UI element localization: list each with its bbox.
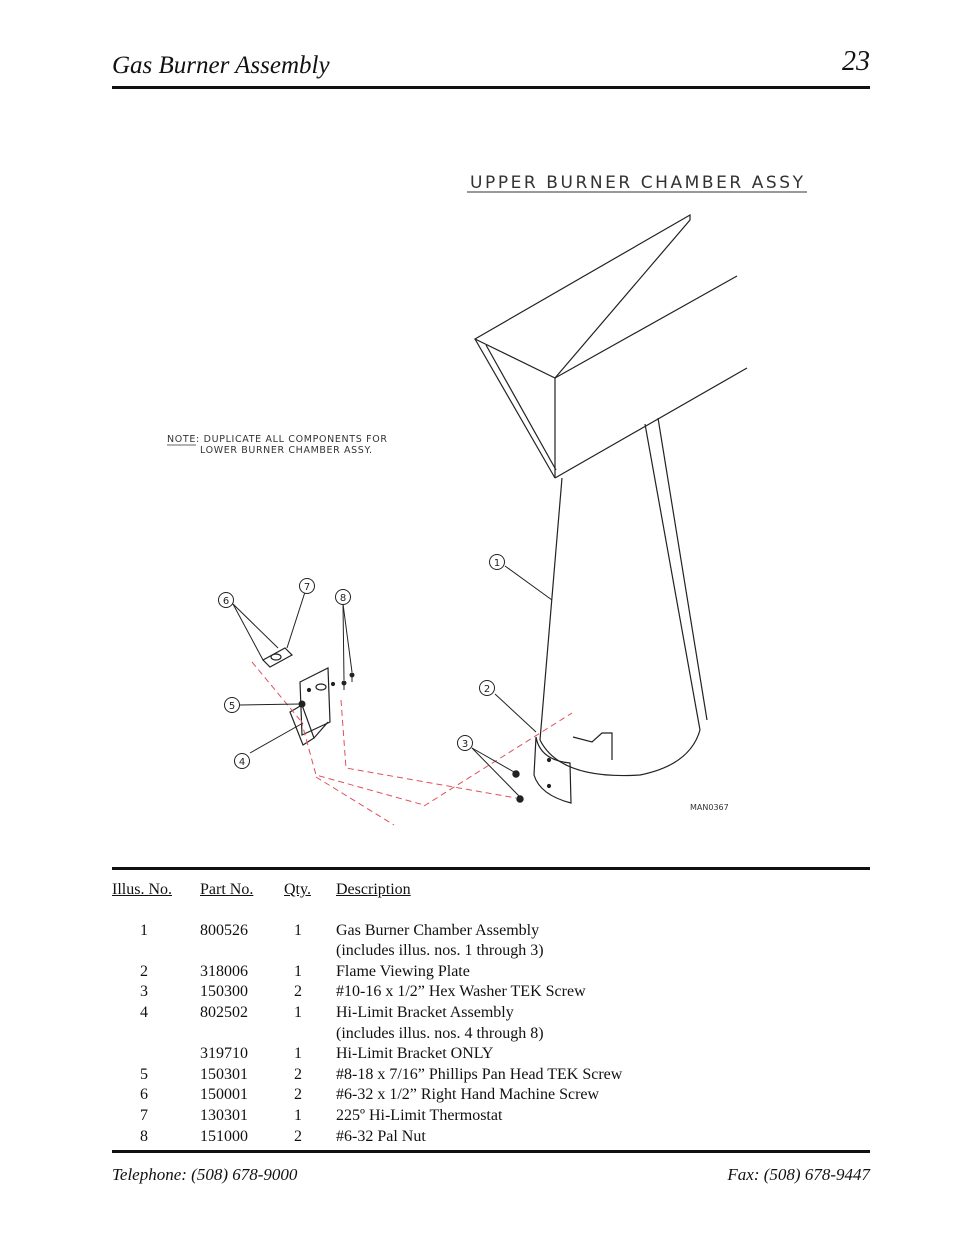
svg-text:1: 1 — [494, 558, 500, 569]
diagram-title: UPPER BURNER CHAMBER ASSY — [470, 173, 805, 193]
cell-part-no: 319710 — [200, 1045, 248, 1063]
page-title: Gas Burner Assembly — [112, 52, 330, 79]
column-description: Description — [336, 881, 411, 898]
burner-chamber — [473, 213, 748, 777]
cell-part-no: 800526 — [200, 921, 248, 939]
callout-8: 8 — [335, 589, 351, 605]
cell-part-no: 802502 — [200, 1003, 248, 1021]
cell-qty: 1 — [294, 1106, 302, 1124]
cell-part-no: 150301 — [200, 1065, 248, 1083]
cell-description: Hi-Limit Bracket Assembly — [336, 1003, 514, 1021]
svg-text:6: 6 — [223, 596, 229, 607]
svg-text:3: 3 — [462, 739, 468, 750]
footer-fax: Fax: (508) 678-9447 — [727, 1165, 870, 1184]
cell-illus-no: 1 — [140, 921, 148, 939]
cell-description: #10-16 x 1/2” Hex Washer TEK Screw — [336, 983, 586, 1001]
cell-description: Hi-Limit Bracket ONLY — [336, 1045, 494, 1063]
cell-qty: 2 — [294, 1086, 302, 1104]
cell-illus-no: 8 — [140, 1127, 148, 1145]
svg-text:4: 4 — [239, 757, 245, 768]
cell-illus-no: 2 — [140, 962, 148, 980]
hi-limit-thermostat — [262, 647, 293, 668]
table-row: (includes illus. nos. 1 through 3) — [112, 941, 870, 962]
cell-illus-no: 4 — [140, 1003, 148, 1021]
svg-text:2: 2 — [484, 684, 490, 695]
table-row: 4 802502 1 Hi-Limit Bracket Assembly — [112, 1003, 870, 1024]
cell-illus-no: 6 — [140, 1086, 148, 1104]
cell-qty: 2 — [294, 983, 302, 1001]
cell-description: Flame Viewing Plate — [336, 962, 470, 980]
diagram-note-line-2: LOWER BURNER CHAMBER ASSY. — [200, 445, 372, 456]
parts-table: Illus. No. Part No. Qty. Description 1 80… — [112, 880, 870, 1147]
flame-viewing-plate — [533, 732, 613, 804]
page-number: 23 — [842, 46, 870, 77]
column-illus-no: Illus. No. — [112, 881, 172, 898]
svg-text:5: 5 — [229, 701, 235, 712]
cell-illus-no: 3 — [140, 983, 148, 1001]
callout-5: 5 — [224, 697, 240, 713]
cell-part-no: 130301 — [200, 1106, 248, 1124]
cell-illus-no: 7 — [140, 1106, 148, 1124]
table-row: 6 150001 2 #6-32 x 1/2” Right Hand Machine … — [112, 1085, 870, 1106]
cell-description: (includes illus. nos. 4 through 8) — [336, 1024, 544, 1042]
diagram-note-line-1: NOTE: DUPLICATE ALL COMPONENTS FOR — [167, 434, 387, 445]
cell-description: (includes illus. nos. 1 through 3) — [336, 942, 544, 960]
cell-qty: 2 — [294, 1065, 302, 1083]
alignment-leaders — [251, 661, 573, 826]
hi-limit-bracket — [289, 667, 336, 746]
table-row: 5 150301 2 #8-18 x 7/16” Phillips Pan Head … — [112, 1065, 870, 1086]
cell-part-no: 150001 — [200, 1086, 248, 1104]
svg-text:7: 7 — [304, 582, 310, 593]
cell-qty: 1 — [294, 921, 302, 939]
footer-telephone: Telephone: (508) 678-9000 — [112, 1165, 298, 1184]
column-part-no: Part No. — [200, 881, 254, 898]
table-row: 319710 1 Hi-Limit Bracket ONLY — [112, 1044, 870, 1065]
table-row: 1 800526 1 Gas Burner Chamber Assembly — [112, 921, 870, 942]
callout-4: 4 — [234, 753, 250, 769]
table-row: 7 130301 1 225º Hi-Limit Thermostat — [112, 1106, 870, 1127]
svg-text:8: 8 — [340, 593, 346, 604]
cell-description: #8-18 x 7/16” Phillips Pan Head TEK Scre… — [336, 1065, 623, 1083]
cell-illus-no: 5 — [140, 1065, 148, 1083]
callout-3: 3 — [457, 735, 473, 751]
parts-table-header: Illus. No. Part No. Qty. Description — [112, 880, 870, 901]
cell-qty: 1 — [294, 962, 302, 980]
table-row: (includes illus. nos. 4 through 8) — [112, 1024, 870, 1045]
cell-part-no: 151000 — [200, 1127, 248, 1145]
cell-description: #6-32 x 1/2” Right Hand Machine Screw — [336, 1086, 600, 1104]
table-row: 8 151000 2 #6-32 Pal Nut — [112, 1127, 870, 1148]
table-row: 3 150300 2 #10-16 x 1/2” Hex Washer TEK Scr… — [112, 982, 870, 1003]
cell-description: #6-32 Pal Nut — [336, 1127, 426, 1145]
cell-qty: 2 — [294, 1127, 302, 1145]
page-header: Gas Burner Assembly 23 — [112, 46, 870, 89]
table-row: 2 318006 1 Flame Viewing Plate — [112, 962, 870, 983]
cell-description: 225º Hi-Limit Thermostat — [336, 1106, 503, 1124]
cell-qty: 1 — [294, 1045, 302, 1063]
cell-part-no: 318006 — [200, 962, 248, 980]
callout-1: 1 — [489, 554, 505, 570]
callout-6: 6 — [218, 592, 234, 608]
callout-7: 7 — [299, 578, 315, 594]
small-fasteners — [298, 672, 355, 708]
cell-description: Gas Burner Chamber Assembly — [336, 921, 540, 939]
exploded-diagram: UPPER BURNER CHAMBER ASSY NOTE: DUPLICAT… — [167, 173, 807, 826]
table-bottom-rule — [112, 1150, 870, 1153]
drawing-id: MAN0367 — [690, 803, 729, 812]
cell-part-no: 150300 — [200, 983, 248, 1001]
cell-qty: 1 — [294, 1003, 302, 1021]
hex-washer-screws — [512, 770, 524, 803]
table-top-rule — [112, 867, 870, 870]
column-qty: Qty. — [284, 881, 311, 898]
callout-2: 2 — [479, 680, 495, 696]
